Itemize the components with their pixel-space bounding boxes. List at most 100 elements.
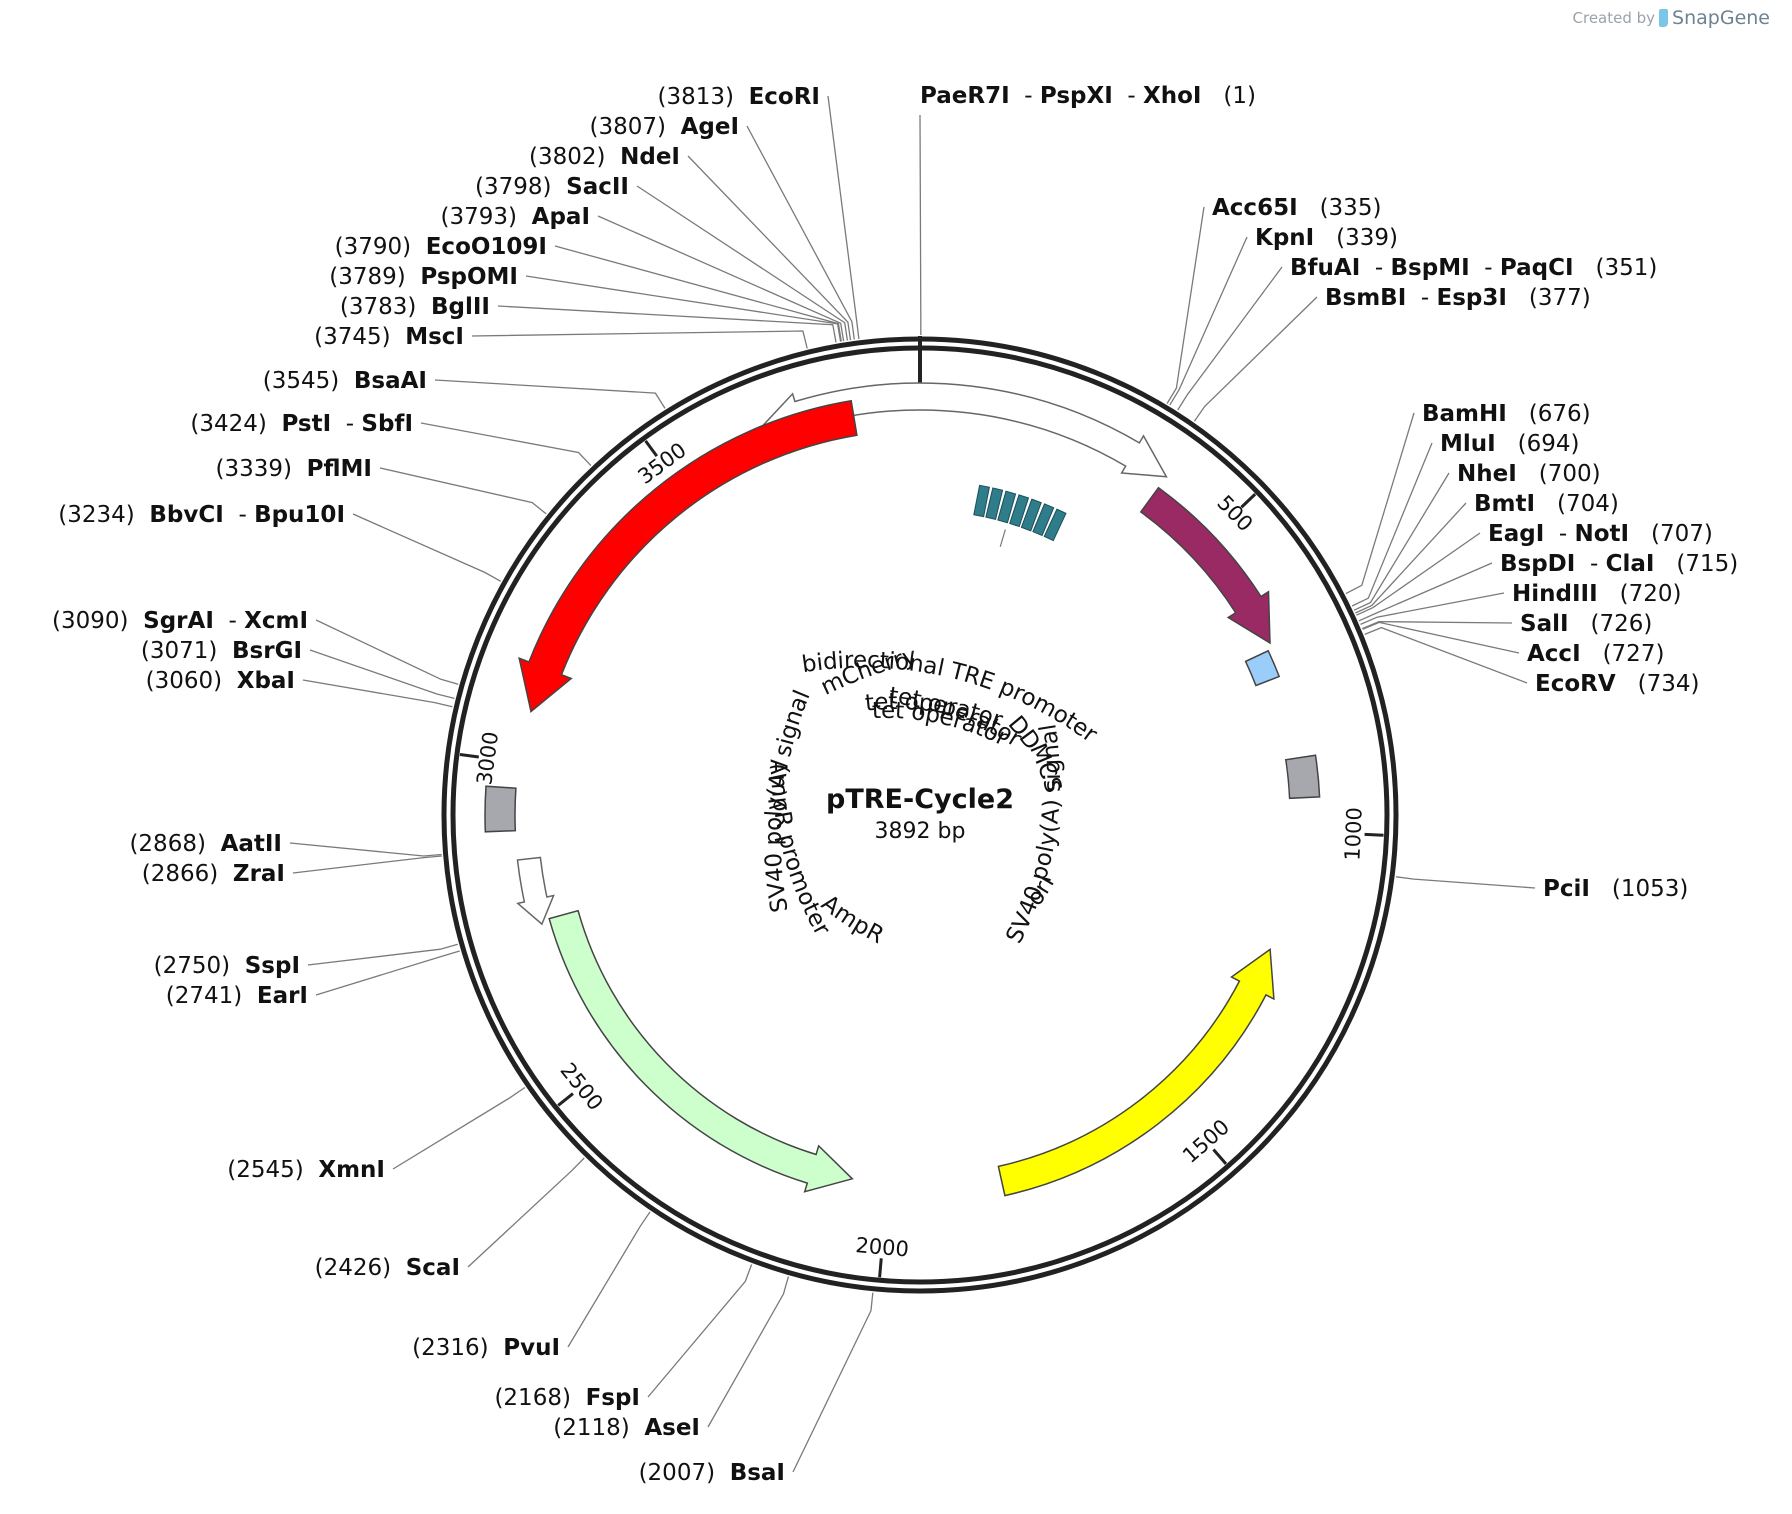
site-label[interactable]: EcoRV (734) (1535, 671, 1699, 697)
site-label[interactable]: MluI (694) (1440, 431, 1579, 457)
site-position: (3798) (475, 174, 566, 200)
tet-operator-box (985, 487, 1004, 521)
site-leader-line (467, 1157, 585, 1268)
site-label[interactable]: NheI (700) (1457, 461, 1601, 487)
feature-ampr-shape[interactable] (548, 909, 854, 1193)
site-label[interactable]: AccI (727) (1527, 641, 1664, 667)
tet-operator-box (1009, 494, 1030, 528)
site-label[interactable]: (3807) AgeI (589, 114, 739, 140)
site-position: - (214, 608, 244, 634)
site-label[interactable]: SalI (726) (1520, 611, 1652, 637)
enzyme-name: ClaI (1606, 551, 1655, 577)
site-position: (704) (1535, 491, 1619, 517)
site-label[interactable]: (2866) ZraI (142, 861, 285, 887)
enzyme-name: XhoI (1143, 83, 1201, 109)
feature-mcherry[interactable]: mCherry (518, 399, 1323, 1061)
site-label[interactable]: (2168) FspI (494, 1385, 640, 1411)
tick-mark (644, 439, 659, 458)
site-label[interactable]: (2868) AatII (129, 831, 282, 857)
site-label[interactable]: (3745) MscI (314, 324, 464, 350)
site-position: - (1470, 255, 1500, 281)
site-label[interactable]: (3789) PspOMI (329, 264, 518, 290)
feature-mcs-shape[interactable] (1244, 649, 1281, 687)
site-label[interactable]: (3802) NdeI (529, 144, 680, 170)
tick-label: 2500 (555, 1058, 607, 1115)
site-label[interactable]: (3545) BsaAI (263, 368, 427, 394)
enzyme-name: MscI (405, 324, 464, 350)
tet-operator-box (1032, 503, 1055, 537)
enzyme-name: PvuI (503, 1335, 560, 1361)
credit-brand: SnapGene (1672, 7, 1770, 29)
site-label[interactable]: (3790) EcoO109I (335, 234, 547, 260)
site-label[interactable]: (3783) BglII (340, 294, 490, 320)
enzyme-name: NotI (1575, 521, 1630, 547)
enzyme-name: BfuAI (1290, 255, 1360, 281)
site-position: - (1406, 285, 1436, 311)
site-label[interactable]: PaeR7I - PspXI - XhoI (1) (920, 83, 1256, 109)
plasmid-length: 3892 bp (875, 819, 966, 844)
site-label[interactable]: (3424) PstI - SbfI (190, 411, 413, 437)
site-leader-line (567, 1211, 651, 1348)
site-position: (3745) (314, 324, 405, 350)
site-position: (694) (1496, 431, 1580, 457)
site-position: (1) (1201, 83, 1256, 109)
site-label[interactable]: (3798) SacII (475, 174, 629, 200)
site-leader-line (1351, 442, 1433, 607)
site-label[interactable]: PciI (1053) (1543, 876, 1688, 902)
site-label[interactable]: (3090) SgrAI - XcmI (52, 608, 308, 634)
site-label[interactable]: (3793) ApaI (441, 204, 590, 230)
feature-mcherry-shape[interactable] (518, 399, 858, 713)
site-label[interactable]: (3060) XbaI (146, 668, 295, 694)
enzyme-name: XbaI (237, 668, 295, 694)
site-label[interactable]: BsmBI - Esp3I (377) (1325, 285, 1591, 311)
enzyme-name: EcoRV (1535, 671, 1616, 697)
site-leader-line (1362, 620, 1513, 630)
site-label[interactable]: (2007) BsaI (639, 1460, 785, 1486)
site-label[interactable]: (3234) BbvCI - Bpu10I (58, 502, 345, 528)
site-label[interactable]: (2118) AseI (553, 1415, 700, 1441)
site-leader-line (746, 125, 855, 340)
site-label[interactable]: HindIII (720) (1512, 581, 1681, 607)
site-label[interactable]: BamHI (676) (1422, 401, 1591, 427)
site-label[interactable]: (2426) ScaI (315, 1255, 460, 1281)
site-label[interactable]: (2316) PvuI (412, 1335, 560, 1361)
tet-operator-box (1043, 508, 1067, 542)
enzyme-name: SgrAI (143, 608, 214, 634)
site-label[interactable]: (3813) EcoRI (657, 84, 820, 110)
feature-ori-shape[interactable] (997, 948, 1275, 1197)
site-position: (707) (1629, 521, 1713, 547)
site-label[interactable]: (3339) PflMI (216, 456, 372, 482)
site-position: (3090) (52, 608, 143, 634)
site-leader-line (1395, 876, 1536, 889)
feature-dd-shape[interactable] (1139, 486, 1271, 645)
site-leader-line (289, 842, 442, 857)
site-label[interactable]: BspDI - ClaI (715) (1500, 551, 1738, 577)
tet-operator-box (1020, 498, 1042, 532)
site-position: - (1360, 255, 1390, 281)
enzyme-name: EcoO109I (426, 234, 547, 260)
site-position: (726) (1569, 611, 1653, 637)
site-label[interactable]: EagI - NotI (707) (1488, 521, 1713, 547)
site-label[interactable]: (2545) XmnI (227, 1157, 385, 1183)
enzyme-name: EagI (1488, 521, 1544, 547)
site-position: (2426) (315, 1255, 406, 1281)
feature-ampr-promoter-shape[interactable] (516, 856, 555, 926)
site-leader-line (687, 155, 852, 341)
site-leader-line (792, 1292, 874, 1473)
backbone-outer-ring (441, 336, 1399, 1294)
enzyme-name: SacII (566, 174, 629, 200)
tick-label: 2000 (855, 1233, 910, 1262)
site-label[interactable]: (2741) EarI (166, 983, 308, 1009)
feature-sv40-poly-a-signal-shape[interactable] (1284, 754, 1321, 800)
site-label[interactable]: Acc65I (335) (1212, 195, 1381, 221)
enzyme-name: BmtI (1474, 491, 1535, 517)
feature-sv40-poly-a-signal-shape[interactable] (484, 785, 517, 833)
site-label[interactable]: BfuAI - BspMI - PaqCI (351) (1290, 255, 1657, 281)
site-label[interactable]: (3071) BsrGI (141, 638, 302, 664)
site-label[interactable]: BmtI (704) (1474, 491, 1619, 517)
site-leader-line (597, 215, 845, 342)
site-label[interactable]: (2750) SspI (154, 953, 300, 979)
feature-bidirectional-tre-promoter-shape[interactable] (759, 382, 1168, 478)
site-label[interactable]: KpnI (339) (1255, 225, 1398, 251)
site-leader-line (1345, 412, 1415, 595)
